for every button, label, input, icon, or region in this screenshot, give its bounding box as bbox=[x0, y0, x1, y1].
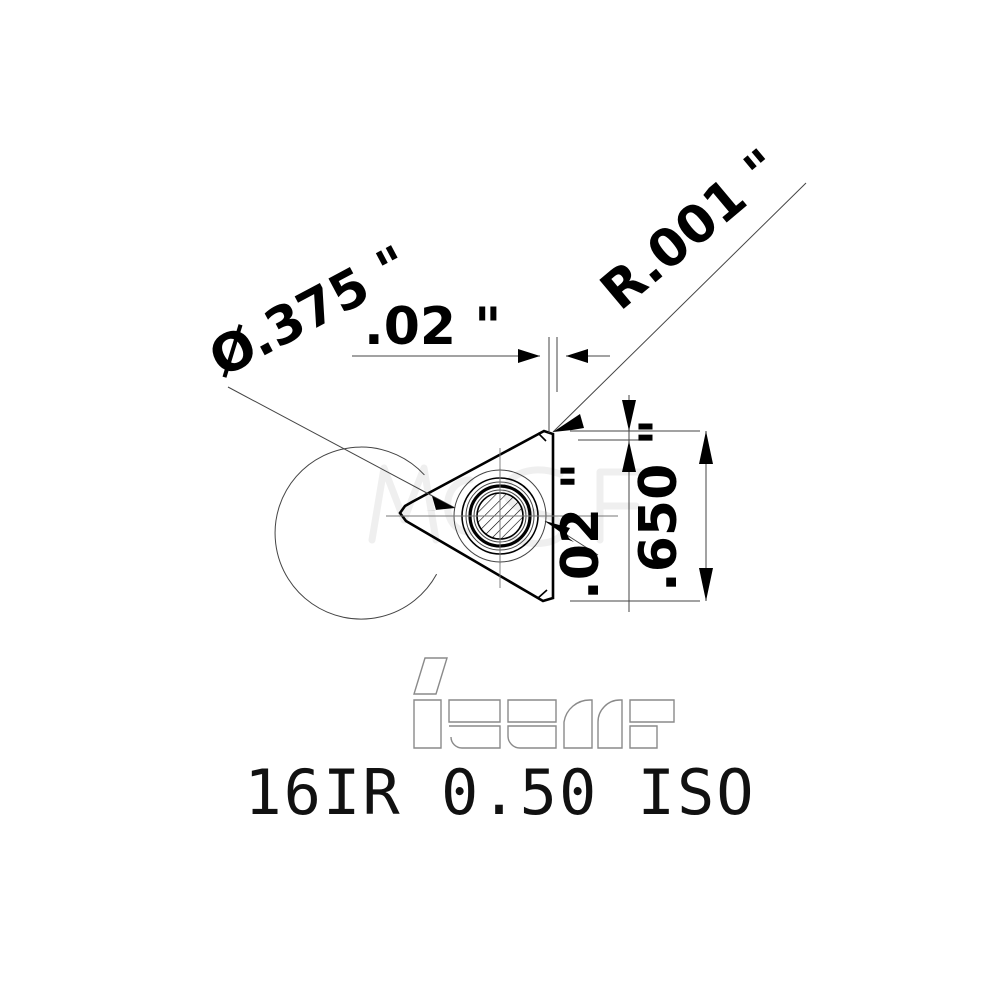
insert-body bbox=[274, 429, 618, 620]
corner-chamfer-top bbox=[537, 432, 547, 442]
diameter-leader-line bbox=[227, 386, 456, 509]
overall-height-arrowhead-top bbox=[699, 431, 713, 464]
inner-height-arrowhead-down bbox=[622, 400, 636, 431]
overall-height-arrowhead-bottom bbox=[699, 568, 713, 601]
logo-letter-s bbox=[448, 699, 501, 749]
top-gap-arrowhead-right bbox=[566, 349, 588, 363]
diameter-dimension: Ø.375 " bbox=[200, 235, 456, 511]
overall-height-dimension: .650 " bbox=[629, 419, 713, 601]
logo-letter-a bbox=[563, 699, 593, 749]
top-gap-dimension: .02 " bbox=[352, 297, 610, 433]
iscar-logo bbox=[413, 657, 675, 749]
top-gap-label: .02 " bbox=[364, 297, 501, 357]
inner-height-label: .02 " bbox=[551, 463, 611, 600]
overall-height-label: .650 " bbox=[629, 419, 689, 593]
part-designation: 16IR 0.50 ISO bbox=[244, 756, 755, 829]
inner-height-dimension: .02 " bbox=[544, 395, 700, 612]
corner-radius-dimension: R.001 " bbox=[552, 138, 807, 433]
logo-letter-r-foot bbox=[629, 725, 658, 749]
logo-letter-c bbox=[507, 699, 557, 749]
logo-i-dot bbox=[413, 657, 448, 695]
corner-radius-label: R.001 " bbox=[590, 138, 793, 322]
inscribed-circle-arc bbox=[274, 446, 438, 620]
corner-radius-leader-line bbox=[552, 182, 807, 433]
inner-height-leader-arrowhead bbox=[545, 521, 574, 542]
corner-radius-arrowhead bbox=[553, 414, 584, 432]
logo-letter-r-arm bbox=[629, 699, 675, 723]
logo-letter-i bbox=[413, 699, 442, 749]
diameter-arrowhead bbox=[425, 496, 455, 511]
logo-letter-r-stem bbox=[597, 699, 623, 749]
top-gap-arrowhead-left bbox=[518, 349, 540, 363]
inner-height-arrowhead-up bbox=[622, 441, 636, 472]
corner-chamfer-bottom bbox=[537, 589, 548, 599]
